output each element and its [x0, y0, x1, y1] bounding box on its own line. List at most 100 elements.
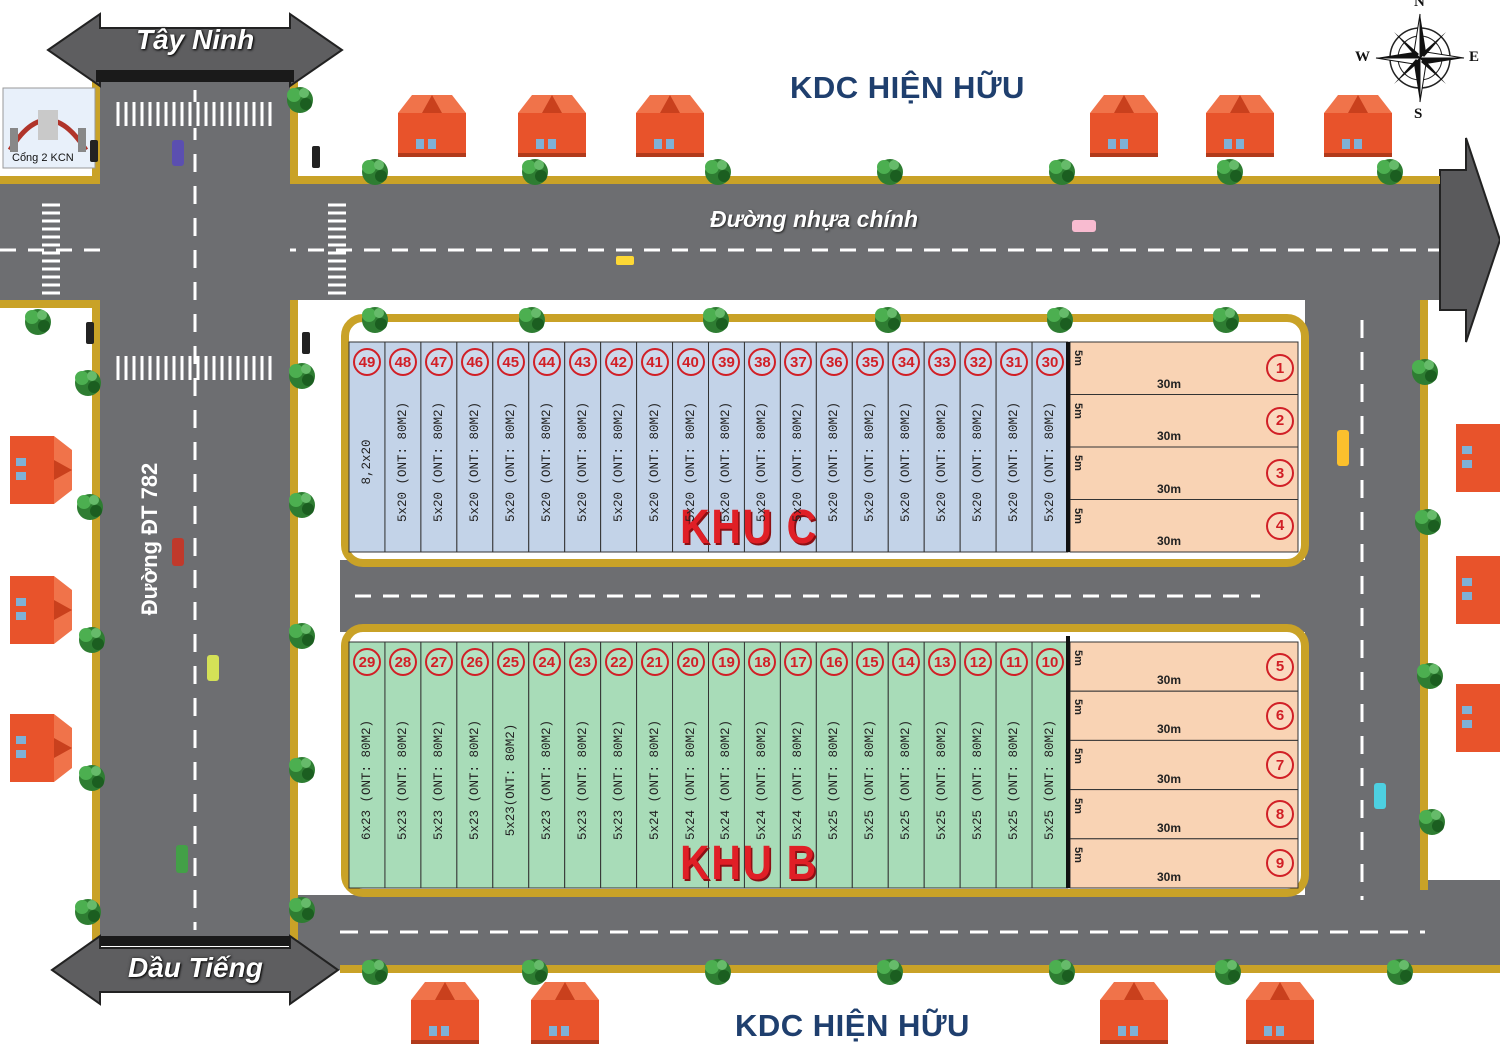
khu-b-lot-size: 5x25 (ONT: 80M2) [863, 719, 878, 841]
house-icon [411, 982, 479, 1044]
corner-lot [1069, 690, 1299, 741]
khu-c-label: KHU C [680, 501, 818, 554]
khu-c-lot [384, 341, 422, 553]
corner-lot-width: 5m [1071, 748, 1084, 765]
khu-c-lot [528, 341, 566, 553]
main-road-arrow [1439, 137, 1500, 343]
khu-c-lot-number: 40 [676, 348, 705, 376]
khu-b-lot [923, 641, 961, 889]
compass-w-label: W [1355, 49, 1370, 65]
dt782-road-label: Đường ĐT 782 [137, 462, 162, 616]
house-icon [1324, 95, 1392, 157]
khu-b-lot [456, 641, 494, 889]
khu-c-lot-number: 39 [712, 348, 741, 376]
house-icon [1456, 424, 1500, 492]
internal-road [340, 560, 1305, 632]
corner-lot [1069, 341, 1299, 395]
corner-lot-width: 5m [1071, 350, 1084, 366]
khu-c-lot [779, 341, 817, 553]
khu-b-lot-size: 5x23 (ONT: 80M2) [467, 719, 482, 841]
khu-b-lot [384, 641, 422, 889]
compass-e-label: E [1469, 49, 1480, 65]
khu-c-lot-size: 5x20 (ONT: 80M2) [755, 401, 770, 523]
corner-lot-width: 5m [1071, 455, 1084, 471]
corner-lot-length: 30m [1157, 722, 1182, 737]
khu-b-lot [887, 641, 925, 889]
khu-b-lot [600, 641, 638, 889]
khu-b-lot-size: 5x24 (ONT: 80M2) [791, 719, 806, 841]
khu-b-lot-number: 17 [784, 648, 813, 676]
khu-b-lot [995, 641, 1033, 889]
corner-lot [1069, 789, 1299, 840]
khu-b-lot [815, 641, 853, 889]
traffic-light-icons [86, 140, 320, 354]
khu-c-lot-size: 5x20 (ONT: 80M2) [863, 401, 878, 523]
khu-b-lot-number: 22 [604, 648, 633, 676]
khu-c-lot [815, 341, 853, 553]
khu-c-lot-number: 37 [784, 348, 813, 376]
khu-b-lot-size: 6x23 (ONT: 80M2) [359, 719, 374, 841]
khu-b-lot-number: 18 [748, 648, 777, 676]
khu-b-lot-size: 5x23 (ONT: 80M2) [575, 719, 590, 841]
house-icon [1246, 982, 1314, 1044]
house-icon [518, 95, 586, 157]
corner-lot-length: 30m [1157, 820, 1182, 835]
corner-lot-number: 3 [1266, 459, 1294, 488]
house-icon [1100, 982, 1168, 1044]
corner-lot-length: 30m [1157, 481, 1182, 496]
house-icon [10, 714, 72, 782]
khu-c-lot-number: 32 [964, 348, 993, 376]
khu-c-lot-number: 33 [928, 348, 957, 376]
khu-b-lot [708, 641, 745, 889]
khu-c-lot-size: 5x20 (ONT: 80M2) [1043, 401, 1058, 523]
corner-lot-length: 30m [1157, 870, 1182, 884]
khu-b-lot [420, 641, 458, 889]
compass-n-label: N [1414, 0, 1425, 10]
main-road-label: Đường nhựa chính [710, 206, 918, 232]
khu-b-lot-size: 5x24 (ONT: 80M2) [683, 719, 698, 841]
khu-c-lot [672, 341, 709, 553]
khu-c-lot [851, 341, 889, 553]
khu-b-lot-size: 5x25 (ONT: 80M2) [1007, 719, 1022, 841]
corner-lot-length: 30m [1157, 534, 1182, 548]
khu-b-lot [851, 641, 889, 889]
khu-c-lot [636, 341, 674, 553]
khu-b-lot-size: 5x24 (ONT: 80M2) [647, 719, 662, 841]
house-icon [10, 436, 72, 504]
compass-s-label: S [1414, 106, 1423, 122]
khu-b-lot-size: 5x23 (ONT: 80M2) [395, 719, 410, 841]
corner-lot [1069, 394, 1299, 448]
khu-c-lot-size: 5x20 (ONT: 80M2) [719, 401, 734, 523]
khu-b-lot-number: 13 [928, 648, 957, 676]
khu-b-lot-size: 5x25 (ONT: 80M2) [971, 719, 986, 841]
corner-lot-length: 30m [1157, 429, 1182, 443]
khu-b-lot-number: 15 [856, 648, 885, 676]
corner-lot [1069, 446, 1299, 500]
khu-c-lot-size: 5x20 (ONT: 80M2) [647, 401, 662, 523]
corner-lot-width: 5m [1071, 650, 1084, 666]
khu-b-lot-size: 5x23 (ONT: 80M2) [539, 719, 554, 841]
khu-c-lot [420, 341, 458, 553]
house-icon [1090, 95, 1158, 157]
khu-c-lot [995, 341, 1033, 553]
khu-c-lot-number: 47 [424, 348, 453, 376]
khu-b-lot-number: 28 [388, 648, 417, 676]
corner-lot-number: 7 [1266, 751, 1294, 779]
corner-lot-number: 4 [1266, 511, 1294, 540]
khu-b-lot [492, 641, 530, 889]
khu-c-lot-size: 5x20 (ONT: 80M2) [539, 401, 554, 523]
khu-b-lot-number: 16 [820, 648, 849, 676]
khu-b-lot [636, 641, 674, 889]
corner-lot-number: 2 [1266, 406, 1294, 435]
khu-b-lot [564, 641, 602, 889]
khu-b-lot-size: 5x24 (ONT: 80M2) [755, 719, 770, 841]
khu-c-lot-number: 46 [460, 348, 489, 376]
corner-lot-number: 6 [1266, 701, 1294, 730]
khu-b-lot-size: 5x25 (ONT: 80M2) [935, 719, 950, 841]
khu-b-lot-size: 5x24 (ONT: 80M2) [719, 719, 734, 841]
khu-b-lot-number: 20 [676, 648, 705, 676]
khu-b-lot [779, 641, 817, 889]
corner-lot-number: 5 [1266, 652, 1294, 681]
corner-lot [1069, 641, 1299, 692]
